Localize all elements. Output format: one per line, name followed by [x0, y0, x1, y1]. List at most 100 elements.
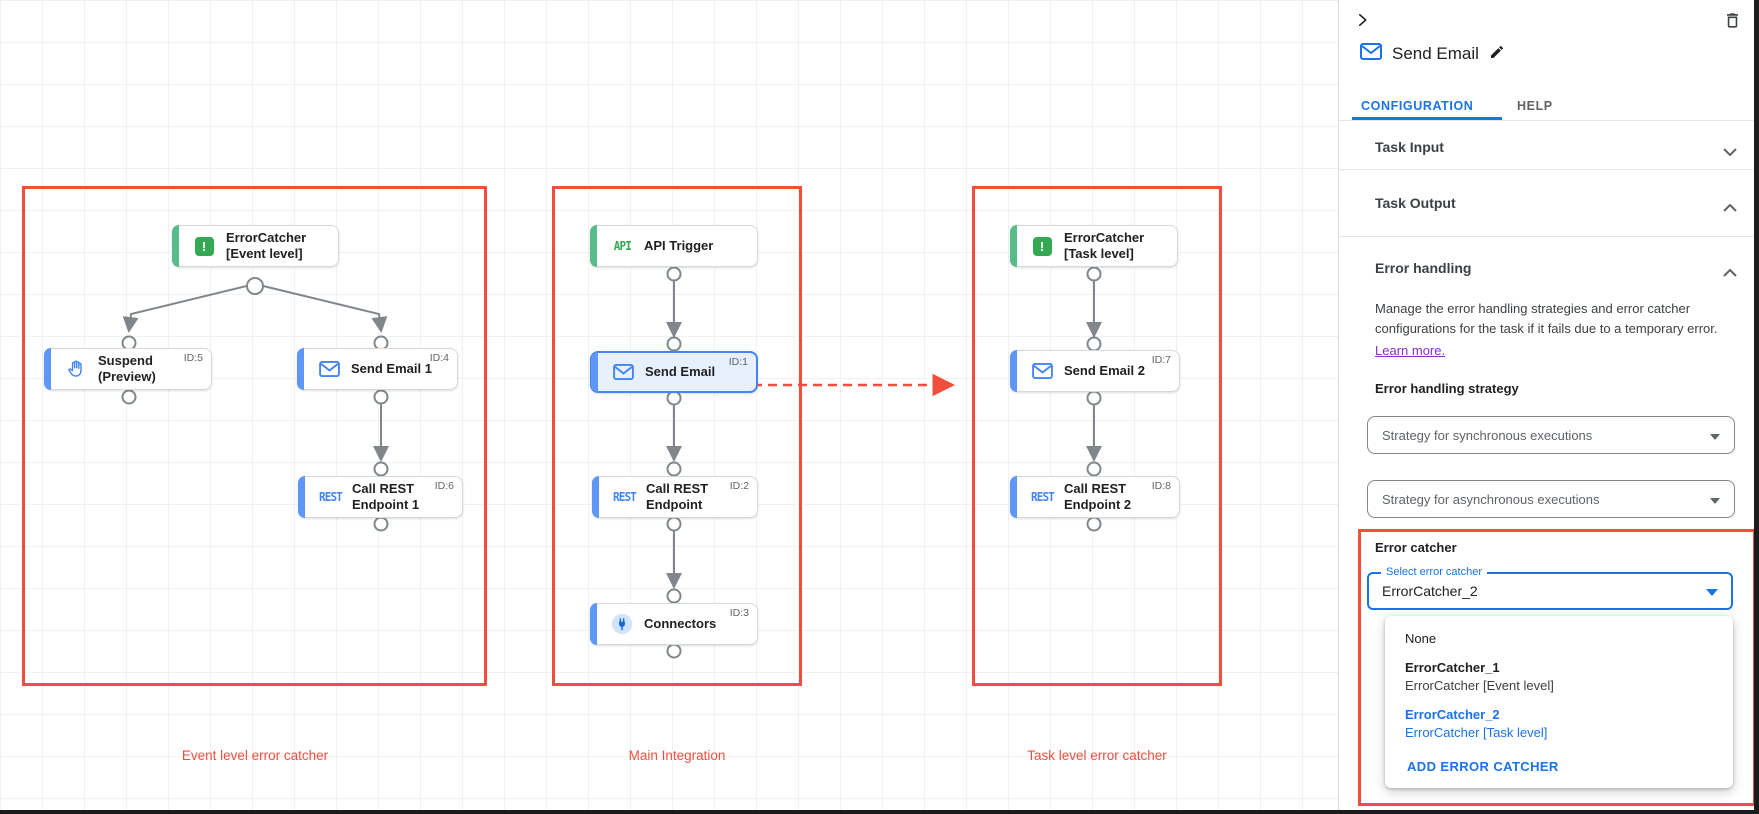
mail-icon	[1027, 363, 1057, 379]
tab-configuration[interactable]: CONFIGURATION	[1361, 99, 1474, 113]
node-label: ErrorCatcher [Task level]	[1064, 229, 1145, 261]
section-task-output[interactable]: Task Output	[1375, 195, 1456, 211]
flow-canvas[interactable]: ! ErrorCatcher [Event level] Suspend (Pr…	[0, 0, 1338, 814]
node-id-badge: ID:8	[1151, 480, 1171, 492]
node-accent	[298, 476, 305, 518]
node-accent	[1010, 476, 1017, 518]
node-label: ErrorCatcher [Event level]	[226, 229, 307, 261]
async-strategy-select[interactable]: Strategy for asynchronous executions	[1367, 480, 1735, 518]
node-call-rest-endpoint-2[interactable]: REST Call REST Endpoint 2 ID:8	[1010, 476, 1180, 518]
node-accent	[590, 225, 597, 267]
node-accent	[592, 476, 599, 518]
node-id-badge: ID:6	[434, 480, 454, 492]
mail-icon	[1360, 43, 1382, 65]
mail-icon	[314, 361, 344, 377]
node-accent	[172, 225, 179, 267]
node-id-badge: ID:2	[729, 480, 749, 492]
node-id-badge: ID:1	[728, 356, 748, 368]
node-send-email-2[interactable]: Send Email 2 ID:7	[1010, 350, 1180, 392]
task-config-panel: Send Email CONFIGURATION HELP Task Input…	[1338, 0, 1759, 814]
delete-task-icon[interactable]	[1723, 11, 1742, 35]
node-label: Send Email 2	[1064, 362, 1145, 378]
option-name: ErrorCatcher_1	[1405, 660, 1500, 675]
error-handling-strategy-label: Error handling strategy	[1375, 381, 1519, 396]
node-connectors[interactable]: Connectors ID:3	[590, 603, 758, 645]
node-accent	[1010, 350, 1017, 392]
node-call-rest-endpoint-1[interactable]: REST Call REST Endpoint 1 ID:6	[298, 476, 463, 518]
learn-more-link[interactable]: Learn more.	[1375, 343, 1446, 359]
edit-title-pencil-icon[interactable]	[1489, 44, 1505, 65]
connection-ports	[121, 266, 1102, 659]
node-api-trigger[interactable]: API API Trigger	[590, 225, 758, 267]
node-send-email-1[interactable]: Send Email 1 ID:4	[297, 348, 458, 390]
dropdown-caret-icon	[1710, 492, 1720, 507]
node-id-badge: ID:7	[1151, 354, 1171, 366]
node-id-badge: ID:4	[429, 352, 449, 364]
rest-icon: REST	[612, 490, 637, 504]
add-error-catcher-button[interactable]: ADD ERROR CATCHER	[1407, 759, 1559, 775]
node-label: Send Email	[645, 363, 716, 379]
error-catcher-menu: None ErrorCatcher_1 ErrorCatcher [Event …	[1385, 616, 1733, 789]
window-edge	[0, 810, 1759, 814]
section-task-input[interactable]: Task Input	[1375, 139, 1444, 155]
node-label: Call REST Endpoint	[646, 480, 709, 512]
node-errorcatcher-task-level[interactable]: ! ErrorCatcher [Task level]	[1010, 225, 1178, 267]
hand-icon	[61, 359, 91, 380]
mail-icon	[608, 364, 638, 380]
option-name: ErrorCatcher_2	[1405, 707, 1500, 723]
select-value: ErrorCatcher_2	[1382, 583, 1478, 599]
node-accent	[590, 603, 597, 645]
section-error-handling[interactable]: Error handling	[1375, 260, 1472, 276]
menu-option-none[interactable]: None	[1405, 631, 1437, 646]
node-accent	[44, 348, 51, 390]
node-label: Suspend (Preview)	[98, 352, 156, 384]
error-catcher-label: Error catcher	[1375, 540, 1457, 555]
window-edge	[1754, 0, 1759, 814]
chevron-up-icon[interactable]	[1723, 264, 1737, 282]
node-errorcatcher-event-level[interactable]: ! ErrorCatcher [Event level]	[172, 225, 339, 267]
menu-option-errorcatcher-2-selected[interactable]: ErrorCatcher_2 ErrorCatcher [Task level]	[1385, 700, 1733, 747]
chevron-up-icon[interactable]	[1723, 199, 1737, 217]
menu-option-errorcatcher-1[interactable]: ErrorCatcher_1 ErrorCatcher [Event level…	[1385, 653, 1733, 700]
chevron-down-icon[interactable]	[1723, 143, 1737, 161]
api-icon: API	[613, 239, 631, 253]
rest-icon: REST	[1030, 490, 1055, 504]
divider	[1339, 169, 1759, 170]
rest-icon: REST	[318, 490, 343, 504]
dropdown-caret-icon	[1710, 428, 1720, 443]
tab-help[interactable]: HELP	[1517, 99, 1553, 113]
node-label: API Trigger	[644, 237, 714, 253]
connector-layer	[121, 253, 1102, 659]
dropdown-caret-icon	[1706, 583, 1718, 599]
task-level-group-box	[972, 186, 1222, 686]
node-id-badge: ID:3	[729, 607, 749, 619]
active-tab-underline	[1352, 117, 1502, 120]
node-accent	[591, 352, 598, 392]
select-error-catcher-float-label: Select error catcher	[1381, 566, 1487, 578]
node-label: Send Email 1	[351, 360, 432, 376]
node-label: Call REST Endpoint 1	[352, 480, 420, 512]
divider	[1339, 120, 1759, 121]
collapse-panel-chevron-icon[interactable]	[1353, 11, 1371, 34]
error-catcher-select[interactable]: ErrorCatcher_2	[1367, 572, 1733, 610]
node-id-badge: ID:5	[183, 352, 203, 364]
node-accent	[1010, 225, 1017, 267]
node-accent	[297, 348, 304, 390]
option-subtitle: ErrorCatcher [Task level]	[1405, 724, 1548, 740]
connectors-icon	[607, 613, 637, 635]
node-send-email-selected[interactable]: Send Email ID:1	[590, 351, 758, 393]
node-label: Call REST Endpoint 2	[1064, 480, 1132, 512]
main-integration-group-box	[552, 186, 802, 686]
option-subtitle: ErrorCatcher [Event level]	[1405, 677, 1554, 693]
node-suspend[interactable]: Suspend (Preview) ID:5	[44, 348, 212, 390]
event-level-group-label: Event level error catcher	[181, 748, 329, 763]
error-catcher-icon: !	[189, 236, 219, 256]
select-placeholder: Strategy for asynchronous executions	[1382, 491, 1600, 507]
main-integration-group-label: Main Integration	[628, 748, 726, 763]
error-handling-description: Manage the error handling strategies and…	[1375, 299, 1733, 361]
select-placeholder: Strategy for synchronous executions	[1382, 427, 1593, 443]
sync-strategy-select[interactable]: Strategy for synchronous executions	[1367, 416, 1735, 454]
description-text: Manage the error handling strategies and…	[1375, 301, 1718, 337]
node-call-rest-endpoint[interactable]: REST Call REST Endpoint ID:2	[592, 476, 758, 518]
